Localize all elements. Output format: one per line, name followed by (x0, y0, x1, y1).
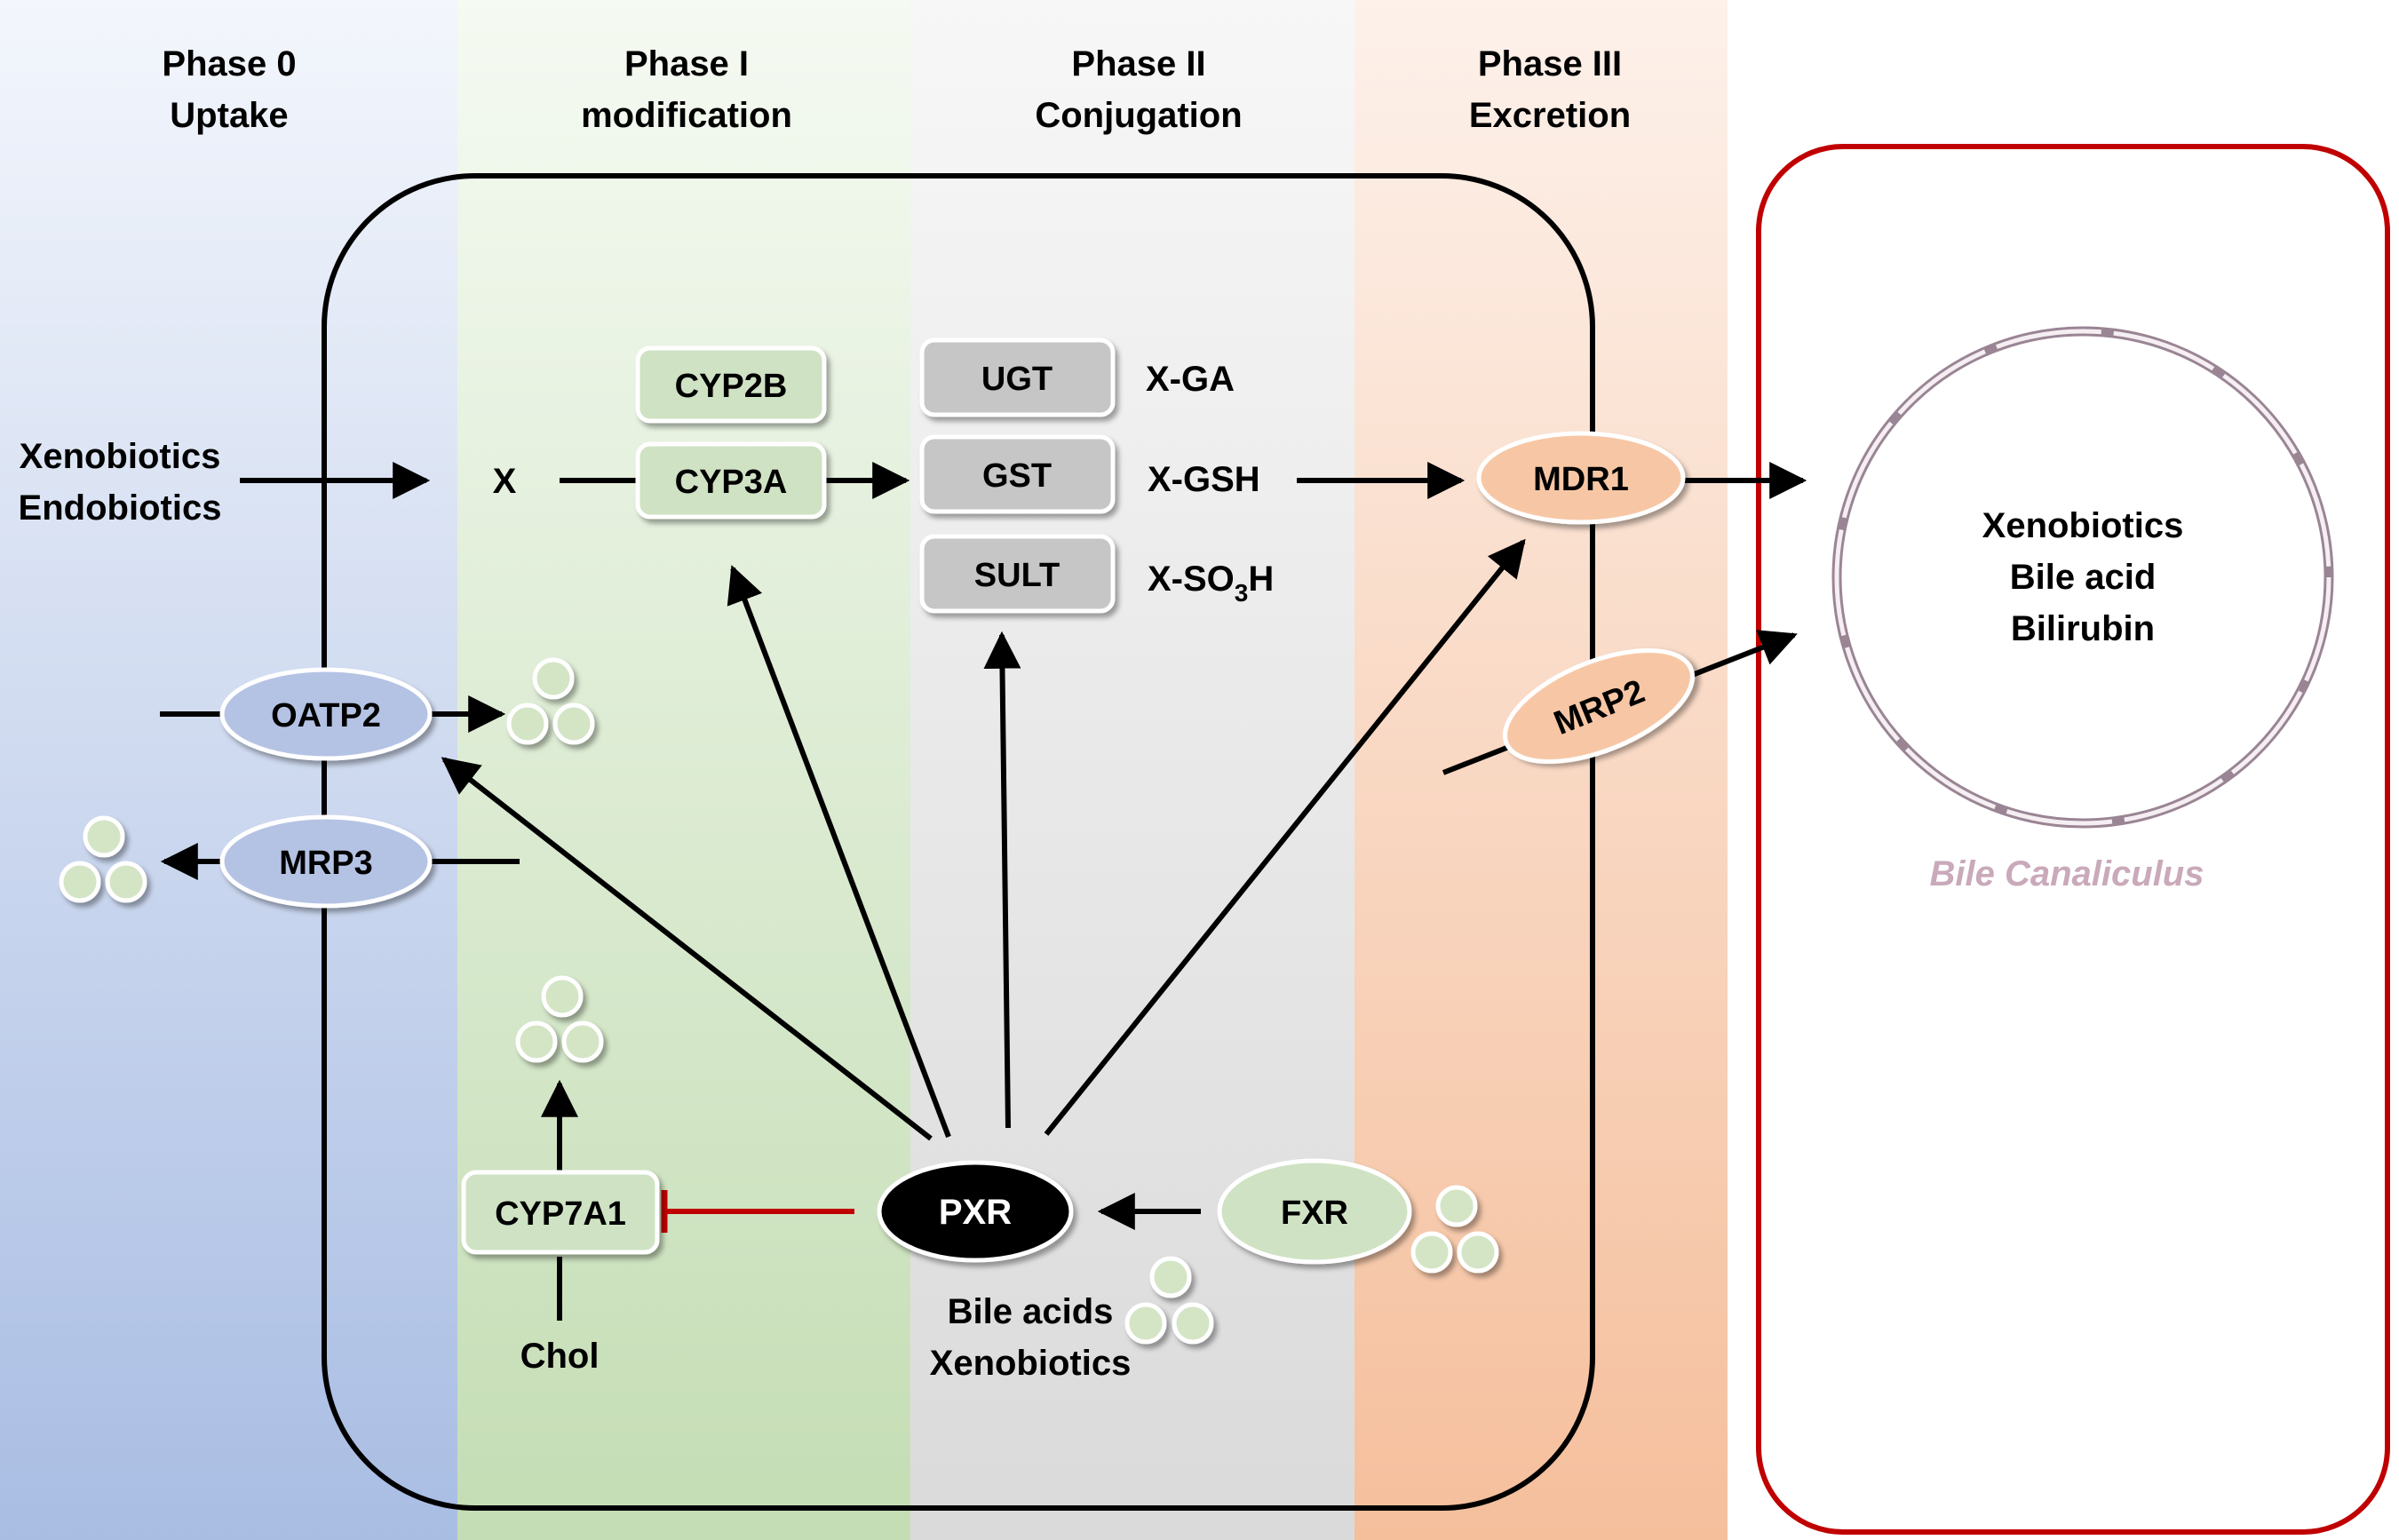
chol-label: Chol (520, 1337, 600, 1376)
substrate-x: X (493, 462, 517, 501)
cyp3a-label: CYP3A (675, 464, 788, 501)
cyp7a1-label: CYP7A1 (495, 1195, 626, 1233)
phase2-band (910, 0, 1354, 1540)
canaliculus-caption: Bile Canaliculus (1930, 854, 2204, 893)
ligands-label-2: Xenobiotics (930, 1344, 1132, 1383)
phase1-subtitle: modification (581, 96, 792, 135)
phase0-title: Phase 0 (162, 44, 296, 83)
input-label-2: Endobiotics (19, 488, 222, 528)
mdr1-label: MDR1 (1533, 461, 1629, 498)
pxr-oval (877, 1160, 1074, 1263)
phase1-title: Phase I (624, 44, 749, 83)
ligand-circles (59, 657, 1499, 1345)
input-label-1: Xenobiotics (20, 437, 221, 476)
ligand-cluster-pxr (1124, 1256, 1214, 1345)
cyp2b-label: CYP2B (675, 368, 788, 405)
gst-box (919, 434, 1116, 514)
canaliculus-content-2: Bile acid (2010, 558, 2157, 597)
phase1-band (457, 0, 910, 1540)
x-ga-label: X-GA (1146, 360, 1235, 399)
ligand-cluster-fxr (1410, 1185, 1499, 1274)
arrow-pxr-to-cyp3a (727, 565, 951, 1139)
arrow-pxr-to-oatp2 (441, 757, 933, 1141)
ligands-label-1: Bile acids (948, 1292, 1114, 1331)
x-so3h-label: X-SO3H (1148, 560, 1274, 607)
phase-headers: Phase 0 Uptake Phase I modification Phas… (162, 44, 1631, 135)
oatp2-oval (219, 667, 433, 761)
cyp3a-box (635, 441, 827, 520)
fxr-oval (1217, 1158, 1412, 1265)
ugt-label: UGT (981, 361, 1053, 398)
arrow-pxr-to-phase2 (983, 631, 1021, 1129)
arrow-pxr-to-mdr1 (1044, 538, 1526, 1136)
mrp3-oval (219, 814, 433, 909)
cyp2b-box (635, 345, 827, 424)
phase3-subtitle: Excretion (1469, 96, 1631, 135)
ligand-cluster-cyp7a1 (515, 975, 604, 1063)
cyp7a1-box (461, 1170, 660, 1255)
phase0-band (0, 0, 457, 1540)
canaliculus-lumen-inner (1834, 329, 2331, 826)
oatp2-label: OATP2 (271, 697, 381, 734)
pxr-label: PXR (939, 1193, 1012, 1232)
ligand-cluster-oatp2 (506, 657, 595, 745)
gst-label: GST (982, 457, 1052, 495)
phase2-title: Phase II (1071, 44, 1205, 83)
mdr1-oval (1476, 431, 1686, 525)
sult-label: SULT (974, 557, 1060, 594)
ugt-box (919, 337, 1116, 417)
mrp2-oval (1502, 647, 1696, 765)
fxr-label: FXR (1281, 1195, 1348, 1232)
canaliculus-content-1: Xenobiotics (1982, 506, 2184, 545)
phase3-band (1354, 0, 1728, 1540)
canaliculus-content-3: Bilirubin (2011, 609, 2155, 648)
sult-box (919, 534, 1116, 614)
ligand-cluster-mrp3 (59, 815, 147, 903)
phase0-subtitle: Uptake (170, 96, 288, 135)
x-gsh-label: X-GSH (1148, 460, 1260, 499)
phase3-title: Phase III (1478, 44, 1622, 83)
mrp3-label: MRP3 (279, 845, 373, 882)
phase2-subtitle: Conjugation (1035, 96, 1242, 135)
